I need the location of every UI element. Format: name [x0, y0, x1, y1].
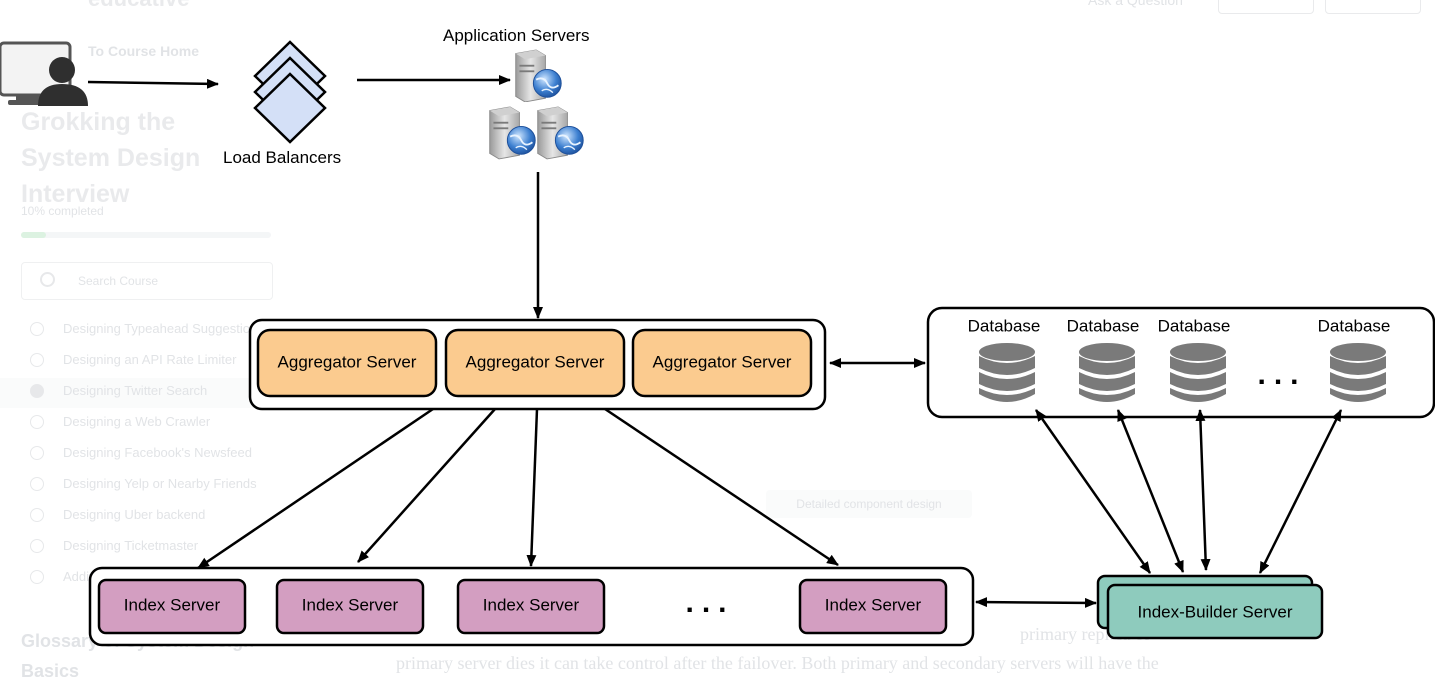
brand-logo[interactable]: educative	[88, 0, 190, 12]
lesson-list: Designing Typeahead Suggestion Designing…	[30, 318, 290, 597]
lesson-status-icon	[30, 508, 44, 522]
lesson-item[interactable]: Designing Yelp or Nearby Friends	[30, 473, 290, 504]
web-server-icon	[536, 105, 585, 160]
lesson-status-icon	[30, 446, 44, 460]
aggregator-server-node: Aggregator Server	[631, 328, 813, 398]
lesson-status-icon	[30, 322, 44, 336]
index-ellipsis: ...	[685, 586, 734, 619]
aggregator-to-index-arrow	[526, 408, 539, 567]
load-balancers-node	[253, 40, 327, 144]
db-builder-arrow	[1116, 409, 1185, 573]
aggregator-server-label: Aggregator Server	[653, 352, 792, 371]
profile-button[interactable]	[1325, 0, 1421, 14]
application-servers-node	[488, 48, 585, 160]
database-label: Database	[968, 316, 1041, 335]
index-server-node: Index Server	[456, 578, 606, 635]
index-server-label: Index Server	[302, 595, 399, 614]
index-server-label: Index Server	[483, 595, 580, 614]
lesson-item[interactable]: Designing Facebook's Newsfeed	[30, 442, 290, 473]
db-builder-arrow	[1195, 409, 1211, 571]
lesson-status-icon	[30, 384, 44, 398]
database-label: Database	[1158, 316, 1231, 335]
database-ellipsis: ...	[1257, 358, 1306, 391]
lesson-item[interactable]: Designing Uber backend	[30, 504, 290, 535]
search-icon	[40, 272, 55, 287]
index-server-node: Index Server	[97, 578, 247, 635]
aggregator-to-index-arrow	[197, 407, 434, 570]
lesson-item[interactable]: Designing Typeahead Suggestion	[30, 318, 290, 349]
database-label: Database	[1067, 316, 1140, 335]
lesson-status-icon	[30, 477, 44, 491]
lesson-status-icon	[30, 415, 44, 429]
user-computer-icon	[0, 41, 88, 106]
lesson-item[interactable]: Designing a Web Crawler	[30, 411, 290, 442]
index-builder-server-node: Index-Builder Server	[1096, 574, 1324, 640]
figure-caption: Detailed component design	[766, 490, 972, 518]
back-to-course-link[interactable]: To Course Home	[88, 43, 199, 59]
aggregator-server-node: Aggregator Server	[256, 328, 438, 398]
aggregator-server-label: Aggregator Server	[466, 352, 605, 371]
course-title: Grokking the System Design Interview	[21, 108, 201, 208]
db-builder-arrow	[1258, 409, 1343, 574]
progress-text: 10% completed	[21, 204, 104, 218]
progress-fill	[21, 232, 46, 238]
index-builder-arrow	[975, 597, 1097, 608]
lesson-status-icon	[30, 539, 44, 553]
lesson-status-icon	[30, 570, 44, 584]
index-server-label: Index Server	[124, 595, 221, 614]
ask-question-link[interactable]: Ask a Question	[1088, 0, 1183, 8]
aggregator-server-node: Aggregator Server	[444, 328, 626, 398]
web-server-icon	[514, 48, 563, 102]
lesson-status-icon	[30, 353, 44, 367]
db-builder-arrow	[1034, 409, 1152, 574]
search-input[interactable]: Search Course	[21, 262, 273, 300]
aggregator-to-index-arrow	[357, 408, 496, 563]
lesson-item-active[interactable]: Designing Twitter Search	[30, 380, 290, 411]
load-balancers-label: Load Balancers	[223, 148, 341, 167]
aggregator-server-label: Aggregator Server	[278, 352, 417, 371]
progress-bar	[21, 232, 271, 238]
aggregator-to-index-arrow	[604, 407, 839, 567]
index-server-label: Index Server	[825, 595, 922, 614]
database-label: Database	[1318, 316, 1391, 335]
index-server-node: Index Server	[798, 578, 948, 635]
settings-button[interactable]	[1218, 0, 1314, 14]
index-server-node: Index Server	[275, 578, 425, 635]
web-server-icon	[488, 105, 537, 160]
lesson-item[interactable]: Designing Ticketmaster	[30, 535, 290, 566]
paragraph-line: primary server dies it can take control …	[396, 653, 1159, 673]
lesson-item[interactable]: Designing an API Rate Limiter	[30, 349, 290, 380]
search-placeholder: Search Course	[78, 274, 159, 288]
index-builder-server-label: Index-Builder Server	[1138, 602, 1293, 621]
app-servers-label: Application Servers	[443, 26, 589, 45]
client-to-lb-arrow	[87, 78, 219, 89]
